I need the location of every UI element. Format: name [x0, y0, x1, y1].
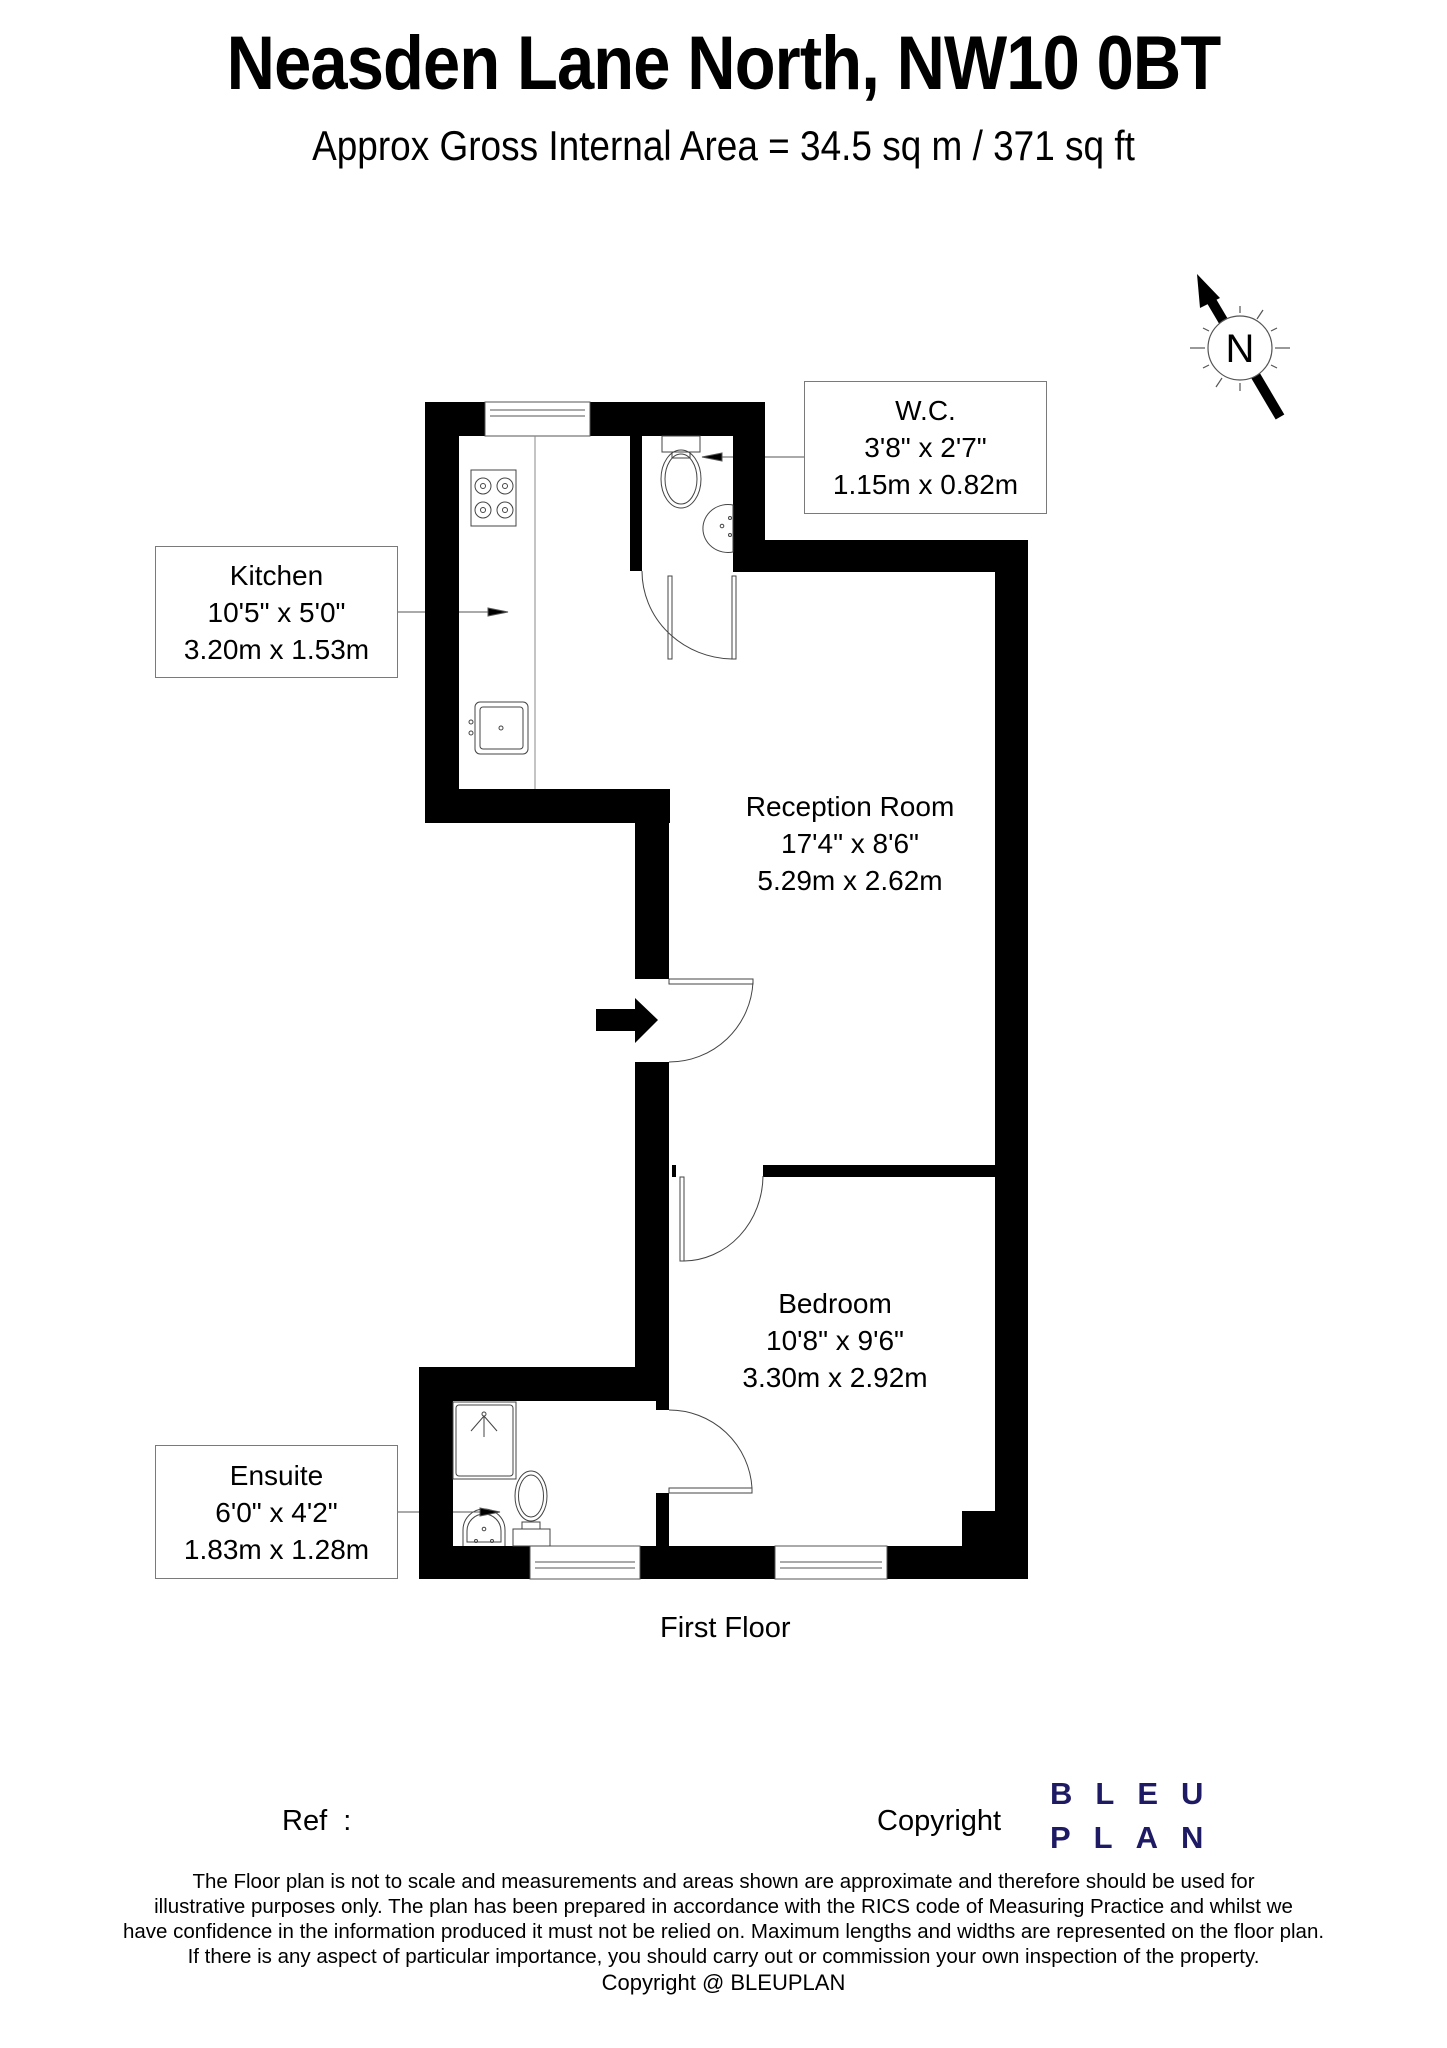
label-leaders: [397, 452, 804, 1517]
kitchen-sink-icon: [468, 701, 529, 755]
reception-label: Reception Room 17'4" x 8'6" 5.29m x 2.62…: [700, 788, 1000, 899]
copyright-label: Copyright: [877, 1805, 1002, 1837]
ensuite-name: Ensuite: [229, 1459, 324, 1491]
wc-label-box: W.C. 3'8" x 2'7" 1.15m x 0.82m: [804, 381, 1047, 514]
windows: [484, 401, 888, 1580]
reception-imperial: 17'4" x 8'6": [781, 828, 919, 859]
wc-basin-icon: [702, 504, 734, 553]
toilet-icon: [660, 435, 702, 509]
ensuite-door[interactable]: [668, 1409, 753, 1494]
reception-metric: 5.29m x 2.62m: [757, 865, 943, 896]
brand-line-1: BLEU: [1050, 1776, 1227, 1811]
ref-label: Ref :: [282, 1805, 352, 1837]
bedroom-imperial: 10'8" x 9'6": [766, 1325, 904, 1356]
wc-name: W.C.: [895, 395, 956, 426]
bleuplan-logo: BLEU PLAN: [1050, 1772, 1226, 1860]
brand-line-2: PLAN: [1050, 1820, 1227, 1855]
disclaimer-line: The Floor plan is not to scale and measu…: [192, 1870, 1255, 1893]
ensuite-metric: 1.83m x 1.28m: [183, 1533, 370, 1565]
kitchen-imperial: 10'5" x 5'0": [207, 596, 346, 628]
disclaimer-line: have confidence in the information produ…: [122, 1920, 1325, 1943]
bedroom-name: Bedroom: [778, 1288, 892, 1319]
walls: [419, 402, 1028, 1579]
disclaimer-line: If there is any aspect of particular imp…: [187, 1945, 1260, 1968]
reception-name: Reception Room: [745, 791, 955, 822]
kitchen-name: Kitchen: [229, 559, 324, 591]
disclaimer: The Floor plan is not to scale and measu…: [0, 1869, 1447, 1995]
wc-metric: 1.15m x 0.82m: [832, 469, 1019, 500]
ensuite-label-box: Ensuite 6'0" x 4'2" 1.83m x 1.28m: [155, 1445, 398, 1579]
wc-imperial: 3'8" x 2'7": [864, 432, 987, 463]
copyright-line: Copyright @ BLEUPLAN: [601, 1970, 846, 1995]
entrance-door[interactable]: [668, 978, 754, 1063]
bedroom-metric: 3.30m x 2.92m: [742, 1362, 928, 1393]
bedroom-door[interactable]: [679, 1175, 764, 1262]
north-arrow-icon: N: [1190, 274, 1290, 420]
kitchen-metric: 3.20m x 1.53m: [183, 633, 370, 665]
disclaimer-line: illustrative purposes only. The plan has…: [154, 1895, 1293, 1918]
floor-label: First Floor: [660, 1612, 791, 1644]
wc-door[interactable]: [641, 570, 737, 660]
bedroom-label: Bedroom 10'8" x 9'6" 3.30m x 2.92m: [700, 1285, 970, 1396]
svg-text:N: N: [1226, 327, 1255, 371]
area-subtitle: Approx Gross Internal Area = 34.5 sq m /…: [312, 122, 1135, 169]
page-title: Neasden Lane North, NW10 0BT: [226, 21, 1221, 106]
shower-icon: [452, 1401, 517, 1480]
entrance-arrow-icon: [596, 998, 658, 1043]
kitchen-label-box: Kitchen 10'5" x 5'0" 3.20m x 1.53m: [155, 546, 398, 678]
ensuite-toilet-icon: [512, 1470, 551, 1547]
ensuite-imperial: 6'0" x 4'2": [215, 1496, 338, 1528]
hob-icon: [470, 469, 517, 527]
